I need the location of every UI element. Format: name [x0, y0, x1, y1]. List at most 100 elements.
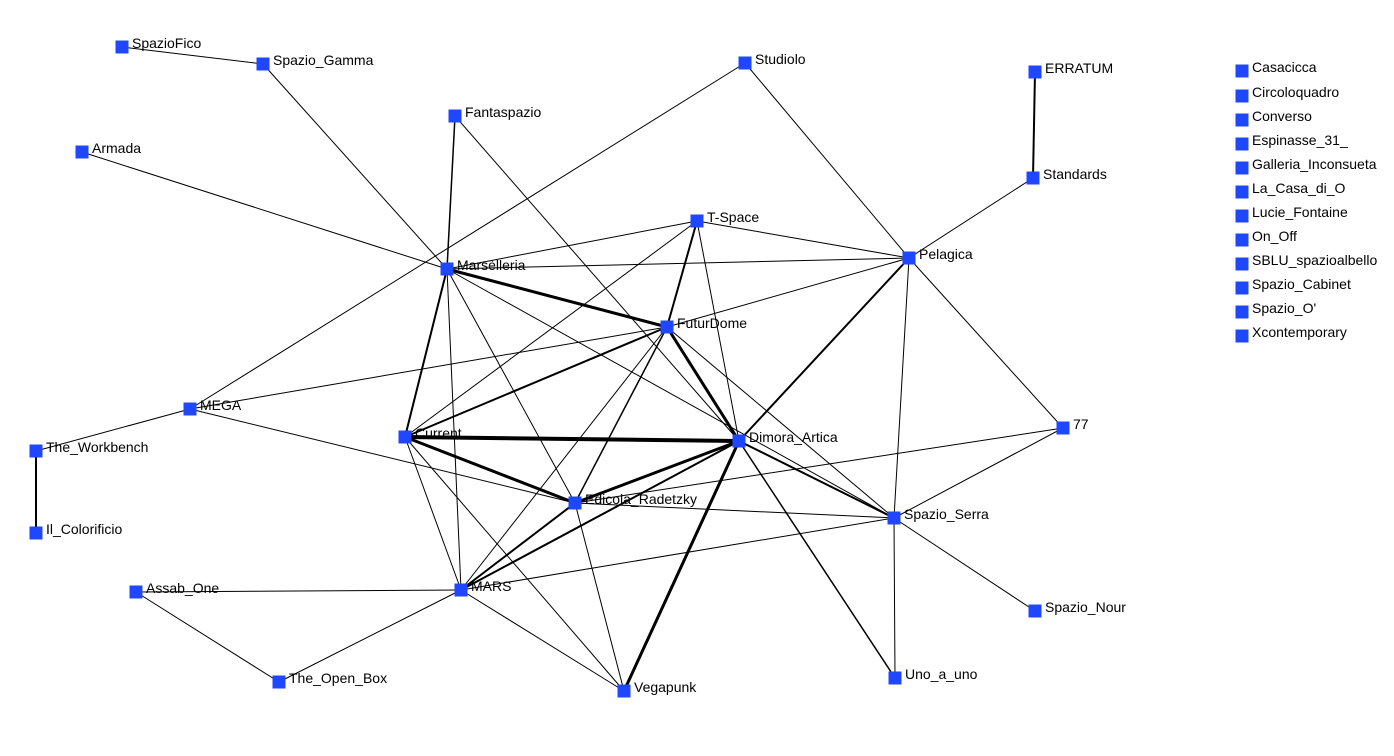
node-label: Pelagica: [919, 246, 973, 262]
node-marker[interactable]: [1235, 209, 1249, 223]
node-marselleria[interactable]: Marsèlleria: [440, 257, 526, 276]
edge-marselleria-spazio-serra: [446, 268, 895, 519]
node-marker[interactable]: [1235, 64, 1249, 78]
edge-dimora-artica-edicola-radetzky: [574, 439, 740, 505]
node-label: MARS: [471, 578, 511, 594]
edge-edicola-radetzky-vegapunk: [574, 502, 625, 692]
node-marker[interactable]: [454, 583, 468, 597]
node-circoloquadro[interactable]: Circoloquadro: [1235, 84, 1340, 103]
node-the-open-box[interactable]: The_Open_Box: [272, 670, 388, 689]
node-marker[interactable]: [440, 262, 454, 276]
node-marker[interactable]: [1235, 89, 1249, 103]
edge-mars-vegapunk: [460, 589, 625, 692]
node-marker[interactable]: [660, 320, 674, 334]
node-marker[interactable]: [1235, 233, 1249, 247]
node-marker[interactable]: [29, 526, 43, 540]
node-marker[interactable]: [29, 444, 43, 458]
node-label: Il_Colorificio: [46, 521, 122, 537]
node-espinasse-31[interactable]: Espinasse_31_: [1235, 132, 1348, 151]
edge-futurdome-dimora-artica: [665, 326, 741, 442]
edge-edicola-radetzky-mars: [460, 502, 576, 591]
edge-erratum-standards: [1032, 71, 1036, 179]
node-pelagica[interactable]: Pelagica: [902, 246, 973, 265]
node-marker[interactable]: [129, 585, 143, 599]
edge-current-mars: [404, 436, 462, 591]
node-marker[interactable]: [183, 402, 197, 416]
node-spazio-gamma[interactable]: Spazio_Gamma: [256, 52, 374, 71]
node-studiolo[interactable]: Studiolo: [738, 51, 806, 70]
node-lucie-fontaine[interactable]: Lucie_Fontaine: [1235, 204, 1348, 223]
node-dimora-artica[interactable]: Dimora_Artica: [732, 429, 838, 448]
node-mega[interactable]: MEGA: [183, 397, 242, 416]
node-marker[interactable]: [887, 511, 901, 525]
edge-pelagica-spazio-serra: [893, 257, 910, 519]
node-armada[interactable]: Armada: [75, 140, 142, 159]
node-marker[interactable]: [1026, 171, 1040, 185]
node-marker[interactable]: [1235, 257, 1249, 271]
node-uno-a-uno[interactable]: Uno_a_uno: [888, 666, 978, 685]
node-mars[interactable]: MARS: [454, 578, 512, 597]
node-marker[interactable]: [902, 251, 916, 265]
edge-standards-pelagica: [908, 177, 1034, 259]
node-marker[interactable]: [690, 214, 704, 228]
node-marker[interactable]: [888, 671, 902, 685]
node-erratum[interactable]: ERRATUM: [1028, 60, 1114, 79]
node-spaziofico[interactable]: SpazioFico: [115, 35, 202, 54]
node-marker[interactable]: [1235, 329, 1249, 343]
node-fantaspazio[interactable]: Fantaspazio: [448, 104, 542, 123]
node-assab-one[interactable]: Assab_One: [129, 580, 220, 599]
node-marker[interactable]: [732, 434, 746, 448]
node-marker[interactable]: [1235, 113, 1249, 127]
node-spazio-o[interactable]: Spazio_O': [1235, 300, 1317, 319]
edge-fantaspazio-marselleria: [446, 115, 456, 270]
node-casacicca[interactable]: Casacicca: [1235, 59, 1317, 78]
node-marker[interactable]: [398, 430, 412, 444]
node-spazio-nour[interactable]: Spazio_Nour: [1028, 599, 1127, 618]
node-marker[interactable]: [75, 145, 89, 159]
node-marker[interactable]: [1235, 305, 1249, 319]
node-marker[interactable]: [738, 56, 752, 70]
edge-marselleria-edicola-radetzky: [446, 268, 576, 504]
node-label: SBLU_spazioalbello: [1252, 252, 1378, 268]
node-marker[interactable]: [1028, 65, 1042, 79]
node-label: ERRATUM: [1045, 60, 1113, 76]
node-77[interactable]: 77: [1056, 416, 1089, 435]
edges-layer: [35, 46, 1064, 692]
edge-pelagica-futurdome: [666, 257, 910, 328]
node-edicola-radetzky[interactable]: Edicola_Radetzky: [568, 491, 698, 510]
node-marker[interactable]: [1235, 185, 1249, 199]
node-on-off[interactable]: On_Off: [1235, 228, 1297, 247]
node-marker[interactable]: [1235, 161, 1249, 175]
node-label: Casacicca: [1252, 59, 1317, 75]
node-marker[interactable]: [115, 40, 129, 54]
node-marker[interactable]: [448, 109, 462, 123]
edge-futurdome-spazio-serra: [666, 326, 895, 519]
node-marker[interactable]: [1235, 137, 1249, 151]
edge-studiolo-mega: [189, 62, 746, 410]
node-marker[interactable]: [617, 684, 631, 698]
node-marker[interactable]: [1056, 421, 1070, 435]
node-label: Circoloquadro: [1252, 84, 1339, 100]
node-la-casa-di-o[interactable]: La_Casa_di_O: [1235, 180, 1346, 199]
node-marker[interactable]: [256, 57, 270, 71]
node-futurdome[interactable]: FuturDome: [660, 315, 748, 334]
node-the-workbench[interactable]: The_Workbench: [29, 439, 149, 458]
node-vegapunk[interactable]: Vegapunk: [617, 679, 698, 698]
node-xcontemporary[interactable]: Xcontemporary: [1235, 324, 1347, 343]
node-current[interactable]: Current: [398, 425, 462, 444]
edge-spazio-serra-spazio-nour: [893, 517, 1036, 612]
node-t-space[interactable]: T-Space: [690, 209, 760, 228]
node-galleria-inconsueta[interactable]: Galleria_Inconsueta: [1235, 156, 1377, 175]
node-standards[interactable]: Standards: [1026, 166, 1107, 185]
node-marker[interactable]: [272, 675, 286, 689]
node-spazio-serra[interactable]: Spazio_Serra: [887, 506, 990, 525]
node-marker[interactable]: [1235, 281, 1249, 295]
node-converso[interactable]: Converso: [1235, 108, 1313, 127]
edge-mega-edicola-radetzky: [189, 408, 576, 504]
node-sblu-spazioalbello[interactable]: SBLU_spazioalbello: [1235, 252, 1378, 271]
node-marker[interactable]: [1028, 604, 1042, 618]
node-spazio-cabinet[interactable]: Spazio_Cabinet: [1235, 276, 1351, 295]
node-marker[interactable]: [568, 496, 582, 510]
node-il-colorificio[interactable]: Il_Colorificio: [29, 521, 123, 540]
